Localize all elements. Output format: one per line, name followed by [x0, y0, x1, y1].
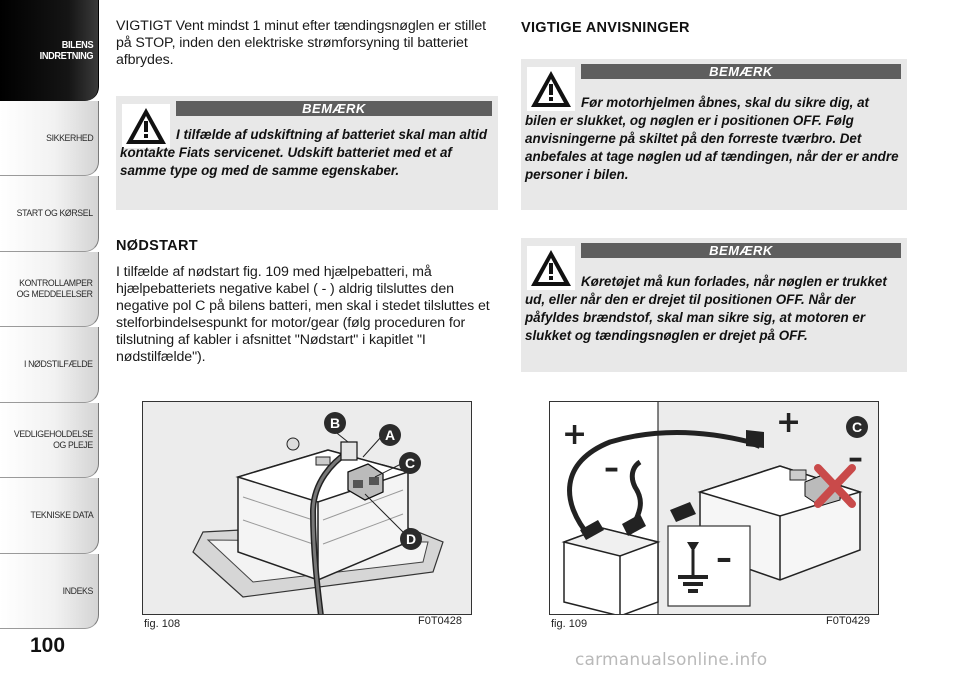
page-number: 100 [30, 634, 66, 657]
warning-icon [527, 67, 575, 111]
note-leaving-vehicle: BEMÆRK Køretøjet må kun forlades, når nø… [521, 238, 907, 372]
tab-vedligeholdelse[interactable]: VEDLIGEHOLDELSE OG PLEJE [0, 403, 99, 478]
figure-108-battery: B A C D [142, 401, 472, 615]
watermark: carmanualsonline.info [575, 650, 768, 670]
chapter-sidebar: BILENS INDRETNING SIKKERHED START OG KØR… [0, 0, 100, 678]
figure-109-jump-start: + – + – – C [549, 401, 879, 615]
figure-108-code: F0T0428 [418, 615, 463, 627]
minus-symbol-right: – [848, 441, 863, 476]
tab-tekniske-data[interactable]: TEKNISKE DATA [0, 478, 99, 554]
tab-label: I NØDSTILFÆLDE [24, 359, 93, 370]
tab-label: KONTROLLAMPER OG MEDDELELSER [17, 278, 94, 300]
jump-start-illustration [561, 402, 878, 614]
warning-icon [527, 246, 575, 290]
note-title: BEMÆRK [581, 243, 901, 258]
tab-sikkerhed[interactable]: SIKKERHED [0, 101, 99, 176]
warning-icon [122, 104, 170, 148]
note-title: BEMÆRK [581, 64, 901, 79]
intro-paragraph: VIGTIGT Vent mindst 1 minut efter tændin… [116, 18, 486, 68]
battery-illustration [192, 429, 444, 614]
plus-symbol-right: + [776, 405, 802, 440]
note-text: I tilfælde af udskiftning af batteriet s… [120, 127, 488, 178]
tab-bilens-indretning[interactable]: BILENS INDRETNING [0, 0, 99, 101]
section-heading-nodstart: NØDSTART [116, 238, 198, 254]
callout-a: A [379, 424, 401, 446]
minus-symbol-ground: – [716, 539, 732, 577]
tab-kontrollamper[interactable]: KONTROLLAMPER OG MEDDELELSER [0, 252, 99, 327]
callout-c: C [399, 452, 421, 474]
note-text: Køretøjet må kun forlades, når nøglen er… [525, 274, 887, 343]
tab-indeks[interactable]: INDEKS [0, 554, 99, 629]
tab-label: TEKNISKE DATA [30, 510, 93, 521]
tab-label: START OG KØRSEL [16, 208, 93, 219]
callout-c: C [846, 416, 868, 438]
section-paragraph-nodstart: I tilfælde af nødstart fig. 109 med hjæl… [116, 264, 490, 365]
section-heading-vigtige: VIGTIGE ANVISNINGER [521, 20, 690, 36]
tab-i-nodstilfaelde[interactable]: I NØDSTILFÆLDE [0, 327, 99, 403]
tab-label: SIKKERHED [45, 132, 94, 144]
plus-symbol-left: + [562, 417, 588, 452]
note-text: Før motorhjelmen åbnes, skal du sikre di… [525, 95, 899, 182]
tab-start-og-korsel[interactable]: START OG KØRSEL [0, 176, 99, 252]
callout-d: D [400, 528, 422, 550]
note-hood-opening: BEMÆRK Før motorhjelmen åbnes, skal du s… [521, 59, 907, 210]
minus-symbol-left: – [604, 451, 619, 486]
note-battery-replacement: BEMÆRK I tilfælde af udskiftning af batt… [116, 96, 498, 210]
callout-b: B [324, 412, 346, 434]
tab-label: BILENS INDRETNING [39, 39, 93, 62]
tab-label: INDEKS [62, 585, 94, 597]
tab-label: VEDLIGEHOLDELSE OG PLEJE [13, 429, 93, 451]
note-title: BEMÆRK [176, 101, 492, 116]
figure-108-label: fig. 108 [144, 618, 181, 630]
figure-109-code: F0T0429 [826, 615, 871, 627]
figure-109-label: fig. 109 [551, 618, 588, 630]
